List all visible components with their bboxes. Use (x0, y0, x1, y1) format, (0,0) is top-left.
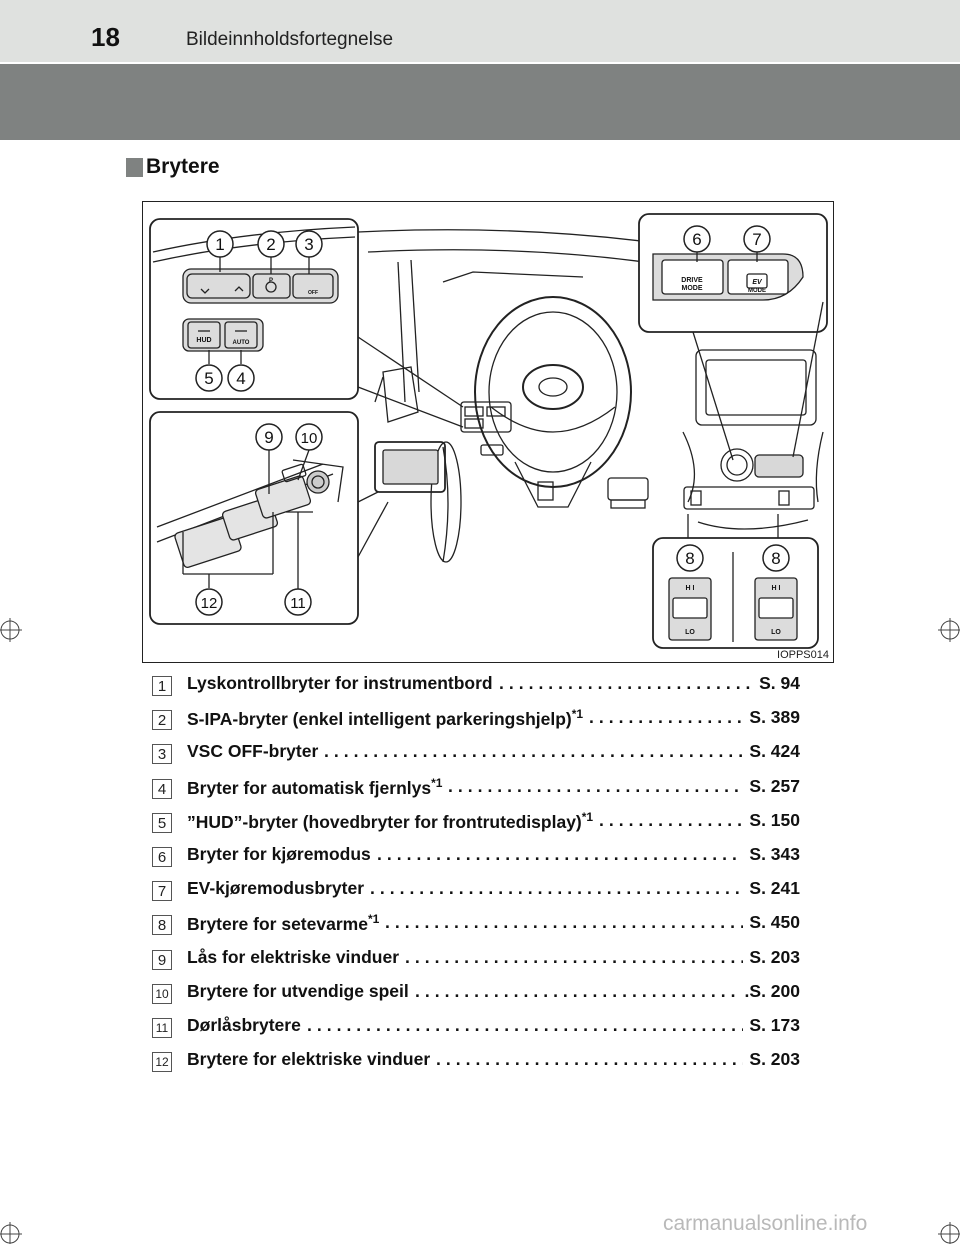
list-item: 2 S-IPA-bryter (enkel intelligent parkeri… (152, 705, 812, 735)
item-label: Brytere for elektriske vinduer (187, 1049, 431, 1070)
dot-leader: ........................................… (370, 878, 743, 899)
dot-leader: ........................................… (499, 673, 753, 693)
figure-code: IOPPS014 (775, 649, 831, 661)
item-number: 3 (152, 744, 172, 765)
callout-11: 11 (290, 595, 306, 612)
list-item: 6 Bryter for kjøremodus S. 343............… (152, 842, 812, 872)
item-number: 8 (152, 915, 172, 936)
dot-leader: ........................................… (385, 912, 743, 933)
item-number: 5 (152, 812, 172, 833)
list-item: 9 Lås for elektriske vinduer S. 203.......… (152, 945, 812, 975)
lo-label-left: LO (685, 629, 695, 636)
callout-6: 6 (692, 230, 701, 249)
callout-7: 7 (752, 230, 761, 249)
callout-5: 5 (204, 369, 213, 388)
section-title: Brytere (146, 155, 220, 178)
dot-leader: ........................................… (377, 844, 743, 864)
ev-mode-label: MODE (748, 288, 766, 294)
item-number: 2 (152, 710, 172, 731)
page-number: 18 (91, 22, 120, 52)
callout-2: 2 (266, 235, 275, 254)
item-label: EV-kjøremodusbryter (187, 878, 364, 899)
drive-mode-label: DRIVE (681, 277, 703, 284)
list-item: 5 ”HUD”-bryter (hovedbryter for frontrute… (152, 808, 812, 838)
dashboard-drawing: 1 2 3 4 5 6 7 8 8 9 10 11 12 HUD AUTO P … (149, 213, 828, 649)
item-page-ref: S. 343 (749, 844, 800, 864)
lo-label-right: LO (771, 629, 781, 636)
section-marker (126, 158, 143, 177)
footnote-marker: *1 (581, 809, 594, 824)
item-number: 12 (152, 1052, 172, 1073)
callout-3: 3 (304, 235, 313, 254)
auto-label: AUTO (233, 340, 250, 346)
item-label: Bryter for kjøremodus (187, 844, 371, 864)
dot-leader: ........................................… (436, 1049, 743, 1070)
callout-8b: 8 (771, 549, 780, 568)
item-page-ref: .S. 200 (744, 980, 800, 1001)
header-title: Bildeinnholdsfortegnelse (186, 29, 394, 50)
dot-leader: ........................................… (599, 809, 743, 830)
chapter-band (0, 64, 960, 140)
list-item: 3 VSC OFF-bryter S. 424...................… (152, 739, 812, 769)
list-item: 1 Lyskontrollbryter for instrumentbord S. … (152, 671, 812, 701)
item-number: 1 (152, 676, 172, 696)
callout-4: 4 (236, 369, 245, 388)
footnote-marker: *1 (367, 912, 380, 927)
item-page-ref: S. 150 (749, 809, 800, 830)
dot-leader: ........................................… (415, 980, 739, 1001)
item-number: 6 (152, 847, 172, 867)
item-label: Bryter for automatisk fjernlys*1 (187, 775, 443, 798)
item-number: 11 (152, 1018, 172, 1038)
callout-9: 9 (264, 428, 273, 447)
list-item: 4 Bryter for automatisk fjernlys*1 S. 257.… (152, 774, 812, 804)
dot-leader: ........................................… (589, 707, 743, 728)
off-label: OFF (308, 290, 318, 296)
item-label: Brytere for utvendige speil (187, 980, 409, 1001)
item-number: 7 (152, 881, 172, 902)
hud-label: HUD (196, 337, 211, 344)
list-item: 11 Dørlåsbrytere S. 173...................… (152, 1013, 812, 1043)
list-item: 10 Brytere for utvendige speil .S. 200....… (152, 979, 812, 1009)
list-item: 8 Brytere for setevarme*1 S. 450..........… (152, 910, 812, 940)
item-number: 4 (152, 778, 172, 799)
dot-leader: ........................................… (307, 1015, 743, 1035)
callout-8a: 8 (685, 549, 694, 568)
switches-illustration: 1 2 3 4 5 6 7 8 8 9 10 11 12 HUD AUTO P … (142, 201, 834, 663)
list-item: 7 EV-kjøremodusbryter S. 241..............… (152, 876, 812, 906)
hi-label-right: H I (772, 585, 781, 592)
item-page-ref: S. 389 (749, 707, 800, 728)
item-label: Brytere for setevarme*1 (187, 912, 380, 935)
drive-mode-label-2: MODE (682, 285, 703, 292)
callout-12: 12 (201, 595, 218, 612)
hi-label-left: H I (686, 585, 695, 592)
list-item: 12 Brytere for elektriske vinduer S. 203..… (152, 1047, 812, 1077)
footnote-marker: *1 (571, 707, 584, 722)
header-band (0, 0, 960, 62)
dot-leader: ........................................… (405, 946, 743, 967)
item-page-ref: S. 94 (759, 673, 800, 693)
footnote-marker: *1 (431, 775, 443, 790)
item-page-ref: S. 450 (749, 912, 800, 933)
item-page-ref: S. 203 (749, 1049, 800, 1070)
item-label: S-IPA-bryter (enkel intelligent parkerin… (187, 707, 584, 730)
item-label: VSC OFF-bryter (187, 741, 319, 762)
item-label: Lyskontrollbryter for instrumentbord (187, 673, 493, 693)
callout-10: 10 (301, 430, 318, 447)
dot-leader: ........................................… (324, 741, 743, 762)
item-page-ref: S. 203 (749, 946, 800, 967)
item-label: ”HUD”-bryter (hovedbryter for frontruted… (187, 809, 594, 832)
dot-leader: ........................................… (448, 775, 743, 796)
item-page-ref: S. 424 (749, 741, 800, 762)
ev-label: EV (752, 279, 763, 286)
callout-1: 1 (215, 235, 224, 254)
item-label: Lås for elektriske vinduer (187, 946, 400, 967)
item-number: 10 (152, 983, 172, 1004)
watermark: carmanualsonline.info (663, 1212, 868, 1235)
item-page-ref: S. 173 (749, 1015, 800, 1035)
item-page-ref: S. 257 (749, 775, 800, 796)
item-page-ref: S. 241 (749, 878, 800, 899)
item-number: 9 (152, 949, 172, 970)
item-label: Dørlåsbrytere (187, 1015, 301, 1035)
p-label: P (269, 278, 273, 284)
